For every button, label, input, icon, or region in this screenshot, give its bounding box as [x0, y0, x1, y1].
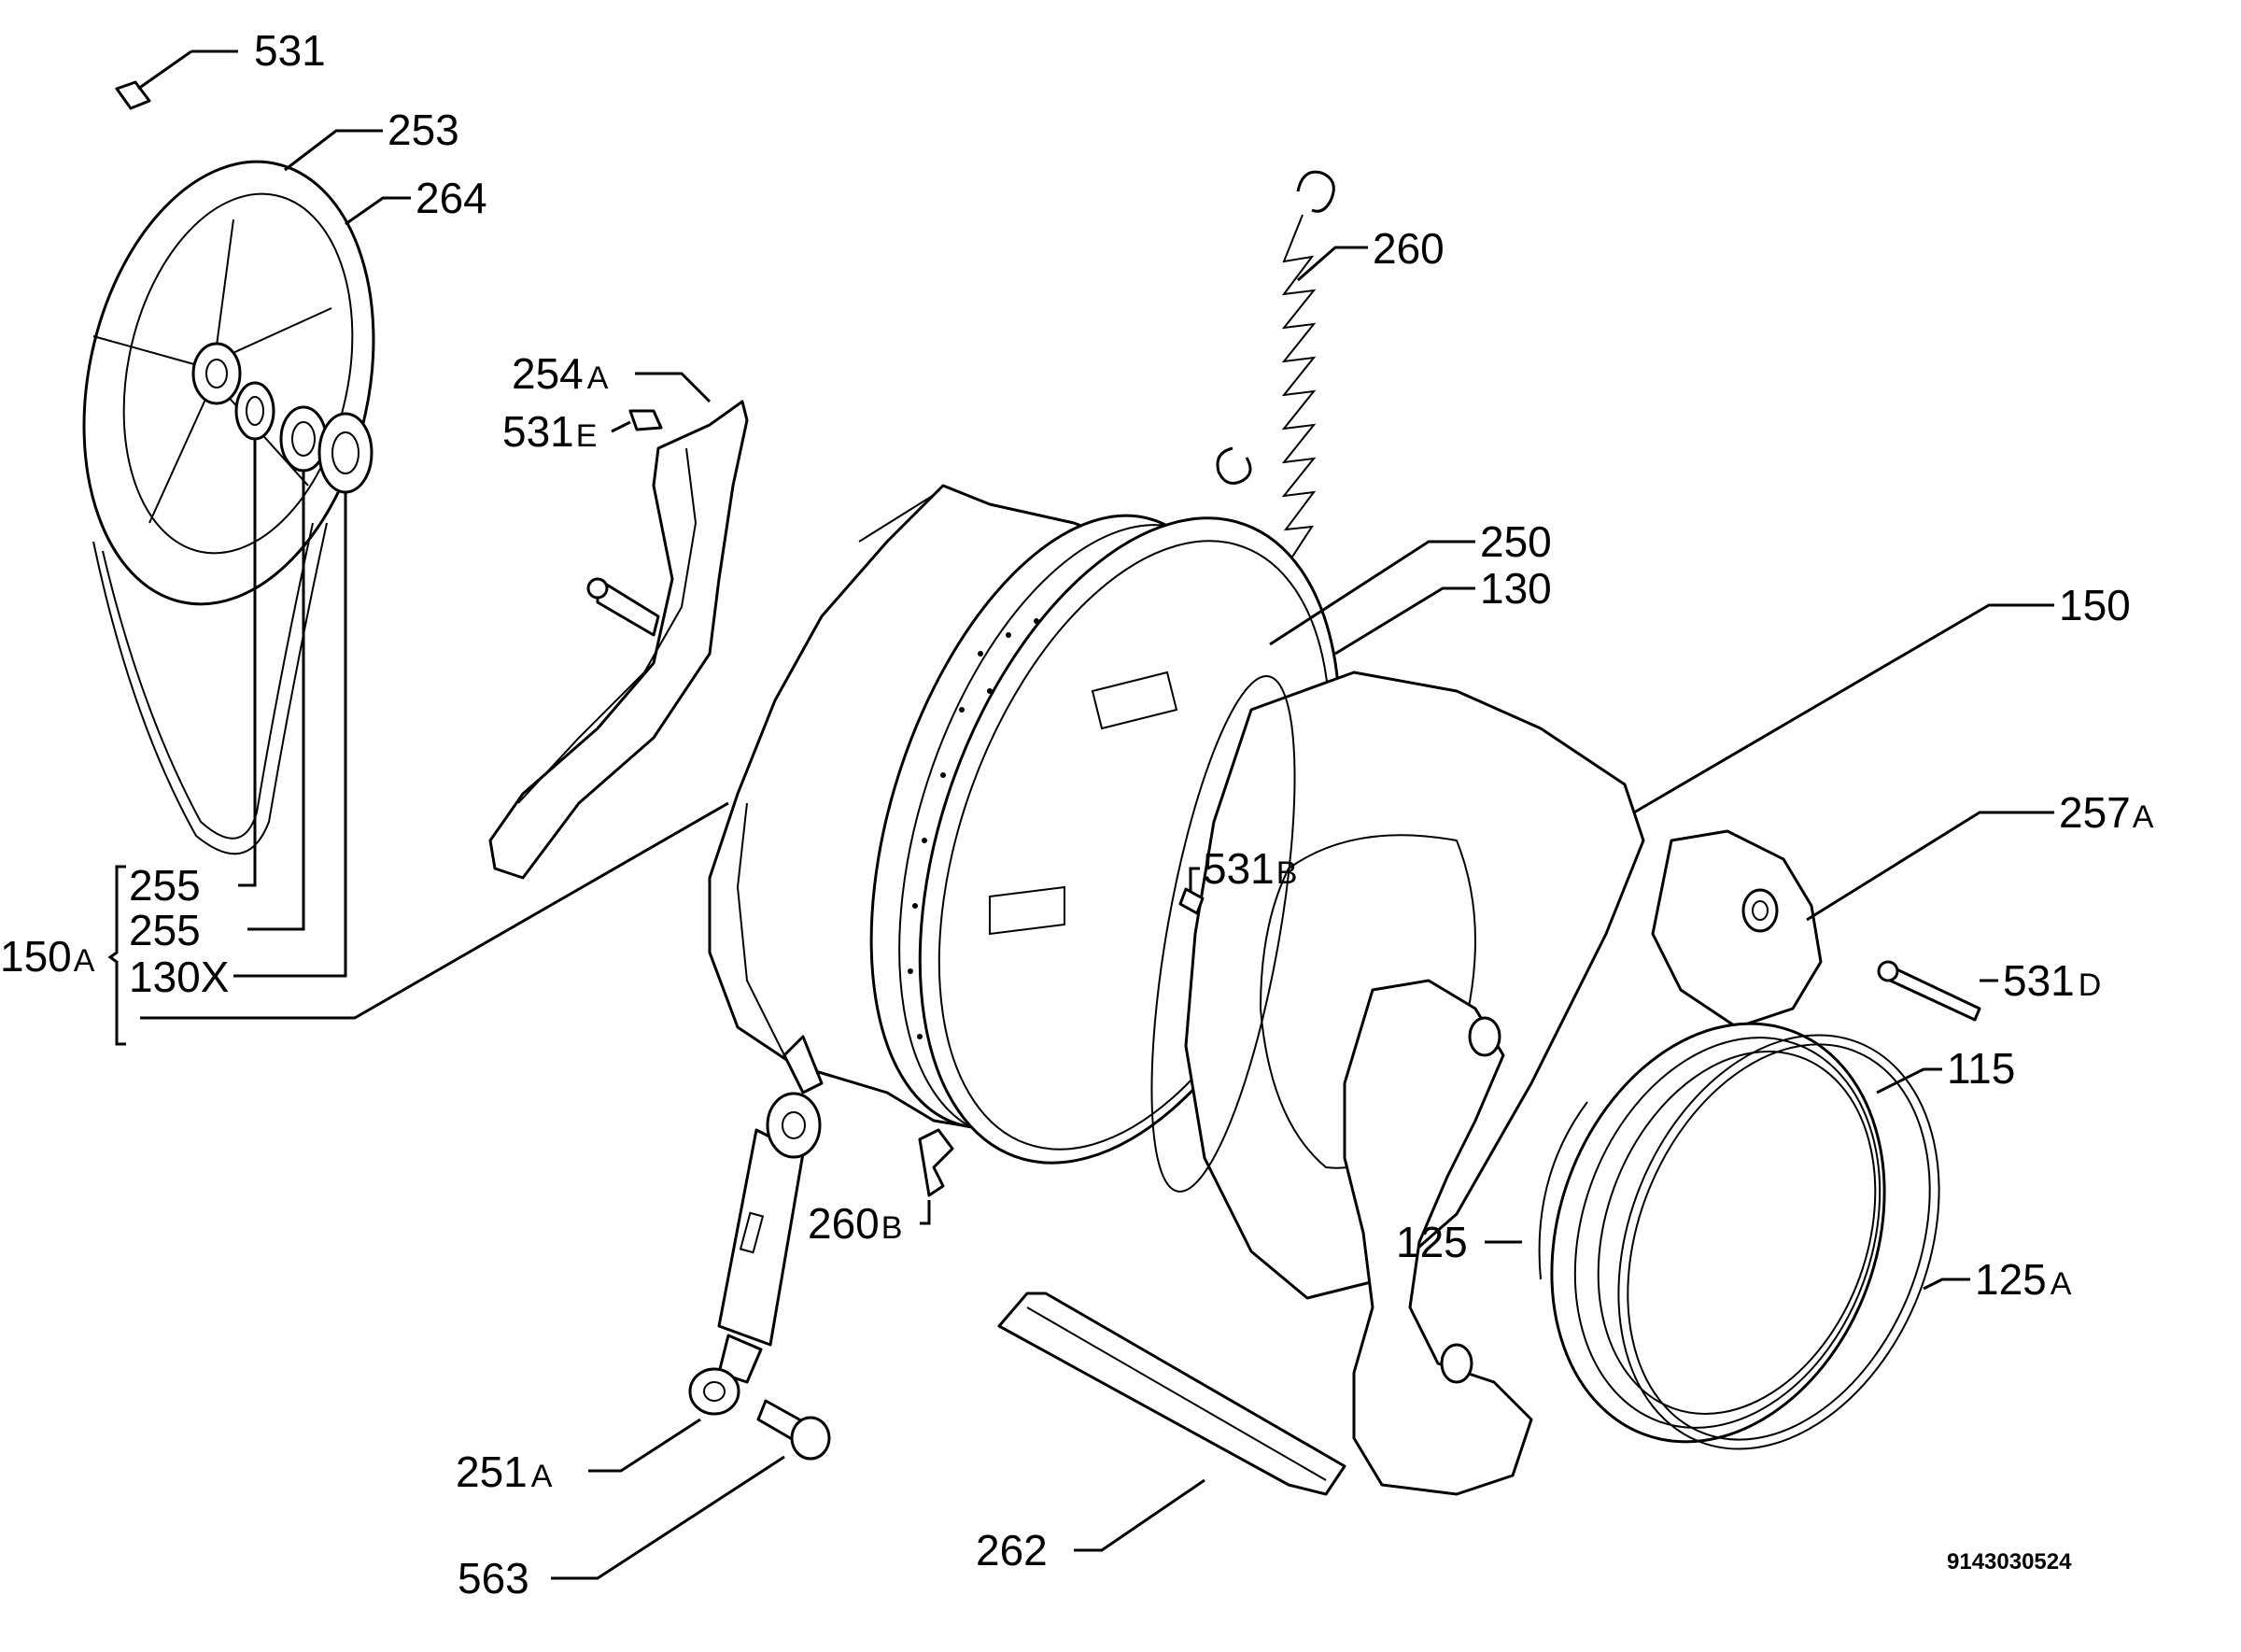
label-253: 253	[388, 106, 459, 154]
label-531: 531	[254, 26, 326, 75]
screw-531b	[1178, 887, 1205, 915]
clip-260b	[918, 1128, 954, 1197]
label-250: 250	[1480, 517, 1552, 566]
bracket-254a	[488, 400, 749, 880]
counterweight-left	[1343, 979, 1533, 1496]
label-130x: 130X	[129, 953, 229, 1001]
clamp-ring-125	[1538, 1101, 1588, 1280]
label-255-b: 255	[129, 906, 201, 954]
label-531e: 531E	[502, 407, 597, 456]
pulley-rim	[122, 192, 354, 555]
strip-262	[997, 1292, 1346, 1496]
pin-563	[756, 1399, 831, 1461]
label-115: 115	[1947, 1044, 2015, 1093]
label-260b: 260B	[808, 1199, 902, 1248]
label-130: 130	[1480, 564, 1552, 613]
label-125: 125	[1396, 1218, 1468, 1266]
document-number: 9143030524	[1947, 1549, 2072, 1574]
label-150a: 150A	[0, 932, 95, 981]
pulley-spokes	[92, 219, 332, 524]
leader-lines	[107, 129, 2054, 1580]
spring-260	[1216, 170, 1335, 565]
screw-531d	[1877, 960, 1981, 1022]
door-seal-115	[1550, 1022, 1886, 1444]
label-531b: 531B	[1203, 844, 1297, 893]
label-255-a: 255	[129, 861, 201, 910]
shock-absorber-251a	[688, 1092, 822, 1416]
label-264: 264	[416, 174, 487, 222]
drive-belt-264	[102, 522, 314, 840]
screw-531e	[628, 409, 663, 431]
pulley-assembly	[82, 160, 375, 855]
label-260: 260	[1373, 224, 1445, 273]
pulley-hub	[191, 342, 242, 405]
label-257a: 257A	[2059, 788, 2154, 837]
seal-130x	[317, 412, 374, 494]
counterweight-257a	[1651, 829, 1823, 1029]
bearing-255-a	[234, 381, 275, 441]
label-150: 150	[2059, 581, 2131, 629]
clamp-ring-125a	[1617, 1034, 1940, 1450]
label-262: 262	[976, 1526, 1048, 1574]
screw-531-top	[115, 49, 238, 110]
label-563: 563	[458, 1554, 529, 1603]
